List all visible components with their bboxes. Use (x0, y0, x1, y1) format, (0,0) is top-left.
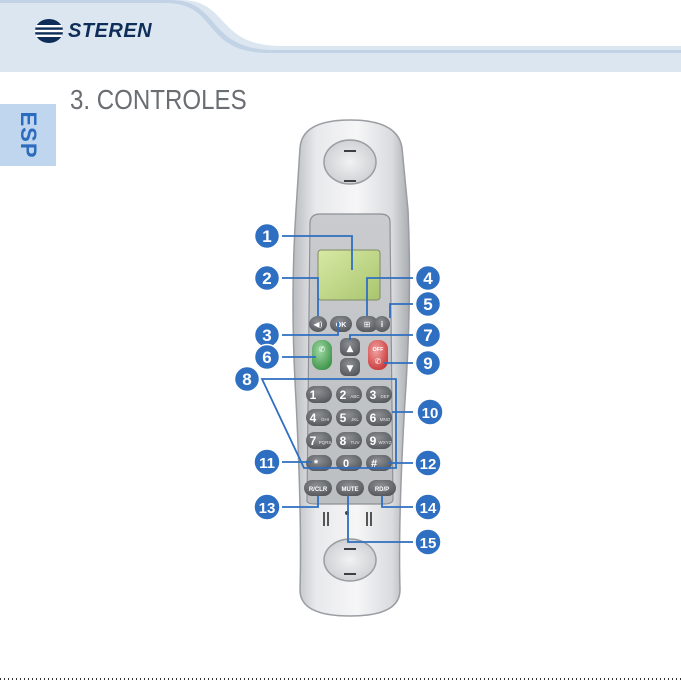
callout-number: 8 (242, 370, 251, 389)
digit-key-number: 5 (340, 411, 347, 425)
callout-number: 6 (262, 348, 271, 367)
nav-up-icon: ▲ (347, 344, 354, 354)
rdp-label: RD/P (375, 487, 389, 493)
digit-key-letters: WXYZ (379, 440, 392, 445)
digit-key-number: 1 (310, 388, 317, 402)
digit-key-number: 4 (310, 411, 317, 425)
digit-key-number: 7 (310, 434, 317, 448)
lcd-display (318, 250, 380, 300)
digit-key-letters: JKL (351, 417, 359, 422)
callout-number: 10 (422, 405, 439, 422)
rclr-label: R/CLR (309, 487, 328, 493)
digit-key-number: 2 (340, 388, 347, 402)
digit-key-letters: DEF (381, 394, 390, 399)
phonebook-icon: ⊞ (364, 320, 371, 329)
digit-key-number: 3 (370, 388, 377, 402)
callout-number: 5 (423, 295, 432, 314)
digit-key-letters: PQRS (319, 440, 332, 445)
info-icon: i (381, 320, 383, 329)
bottom-crop-rule (0, 678, 681, 680)
callout-number: 4 (423, 269, 433, 288)
digit-key-number: 6 (370, 411, 377, 425)
digit-key-letters: GHI (321, 417, 329, 422)
mute-label: MUTE (342, 487, 359, 493)
digit-key-letters: MNO (380, 417, 391, 422)
callout-number: 3 (262, 326, 271, 345)
digit-key-letters: TUV (351, 440, 360, 445)
callout-number: 7 (423, 326, 432, 345)
callout-number: 15 (420, 535, 437, 552)
talk-icon: ✆ (319, 345, 326, 354)
callout-number: 9 (423, 354, 432, 373)
callout-number: 11 (259, 455, 275, 472)
callout-number: 13 (259, 500, 276, 517)
digit-key-letters: ABC (350, 394, 360, 399)
callout-number: 2 (262, 269, 271, 288)
digit-key-number: 8 (340, 434, 347, 448)
digit-key-number: 9 (370, 434, 377, 448)
nav-down-icon: ▼ (347, 364, 354, 374)
callout-number: 1 (262, 227, 271, 246)
speaker-icon: ◀) (313, 320, 322, 329)
hangup-icon: ✆ (375, 357, 382, 366)
callout-number: 12 (420, 456, 437, 473)
off-label: OFF (373, 347, 385, 353)
callout-number: 14 (420, 500, 437, 517)
